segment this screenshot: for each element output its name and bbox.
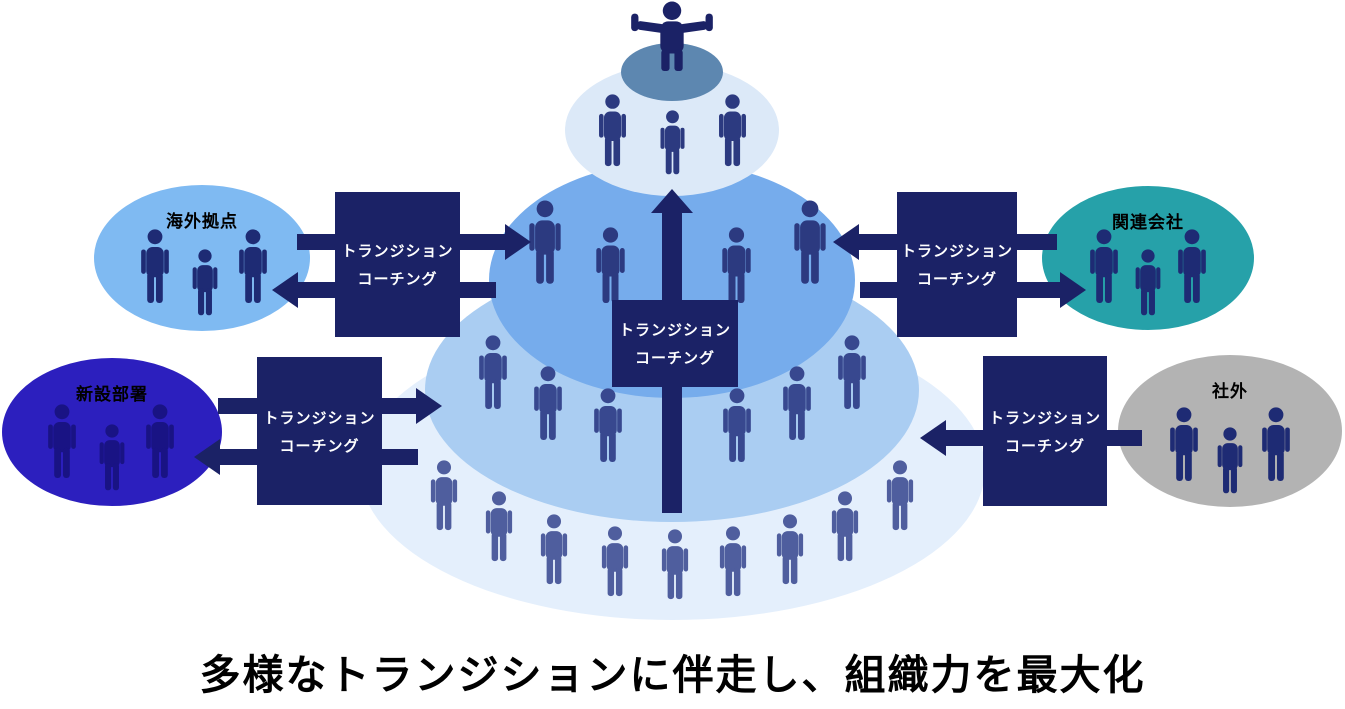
coaching-label-line1: トランジション (263, 408, 376, 427)
caption: 多様なトランジションに伴走し、組織力を最大化 (199, 651, 1146, 699)
person-icon (525, 200, 565, 286)
person-icon (475, 335, 511, 411)
person-icon (779, 366, 815, 442)
coaching-label-line1: トランジション (988, 408, 1101, 427)
person-icon (96, 424, 128, 492)
overseas-label: 海外拠点 (166, 212, 238, 232)
coaching-label-line1: トランジション (900, 242, 1013, 260)
person-icon (482, 491, 516, 563)
person-icon (883, 460, 917, 532)
coaching-label-line1: トランジション (618, 321, 731, 339)
coaching-box-external: トランジション コーチング (983, 356, 1107, 506)
affiliates-label: 関連会社 (1112, 213, 1184, 233)
coaching-box-center: トランジション コーチング (612, 300, 738, 387)
satellite-new-department: 新設部署 (2, 358, 222, 506)
person-icon (592, 227, 629, 305)
person-icon (427, 460, 461, 532)
person-icon (715, 94, 750, 168)
arrow-overseas-outbound-head-icon (272, 272, 298, 308)
center-up-arrow-head-icon (651, 189, 693, 213)
person-icon (828, 491, 862, 563)
arrow-affiliates-inbound-head-icon (833, 224, 859, 260)
person-icon (235, 229, 271, 305)
arrow-external-inbound-head-icon (920, 420, 946, 456)
coaching-box-overseas: トランジション コーチング (335, 192, 460, 337)
person-icon (142, 404, 178, 480)
person-icon (773, 514, 807, 586)
person-icon (1166, 407, 1202, 483)
coaching-box-newdept: トランジション コーチング (257, 357, 382, 505)
person-icon (590, 388, 626, 464)
person-icon (834, 335, 870, 411)
person-icon (530, 366, 566, 442)
person-icon (1086, 229, 1122, 305)
person-icon (716, 526, 750, 598)
arrow-overseas-inbound-head-icon (505, 224, 531, 260)
person-icon (537, 514, 571, 586)
person-icon (598, 526, 632, 598)
new-department-label: 新設部署 (76, 385, 148, 405)
person-icon (189, 249, 221, 317)
arrow-newdept-inbound-head-icon (416, 388, 442, 424)
external-label: 社外 (1212, 382, 1248, 402)
person-icon (790, 200, 830, 286)
coaching-box-affiliates: トランジション コーチング (897, 192, 1017, 337)
coaching-label-line2: コーチング (916, 270, 997, 288)
person-icon (1132, 249, 1164, 317)
person-icon (44, 404, 80, 480)
coaching-label-line2: コーチング (1004, 436, 1085, 455)
coaching-label-line2: コーチング (357, 270, 438, 288)
coaching-label-line1: トランジション (341, 242, 454, 260)
arrow-affiliates-outbound-head-icon (1060, 272, 1086, 308)
person-icon (1258, 407, 1294, 483)
leader-icon (626, 1, 718, 71)
person-icon (1214, 427, 1246, 495)
person-icon (658, 529, 692, 601)
arrow-newdept-outbound-head-icon (194, 439, 220, 475)
person-icon (719, 388, 755, 464)
person-icon (595, 94, 630, 168)
person-icon (657, 110, 688, 176)
person-icon (718, 227, 755, 305)
coaching-label-line2: コーチング (634, 349, 715, 367)
coaching-label-line2: コーチング (279, 436, 360, 455)
person-icon (1174, 229, 1210, 305)
person-icon (137, 229, 173, 305)
